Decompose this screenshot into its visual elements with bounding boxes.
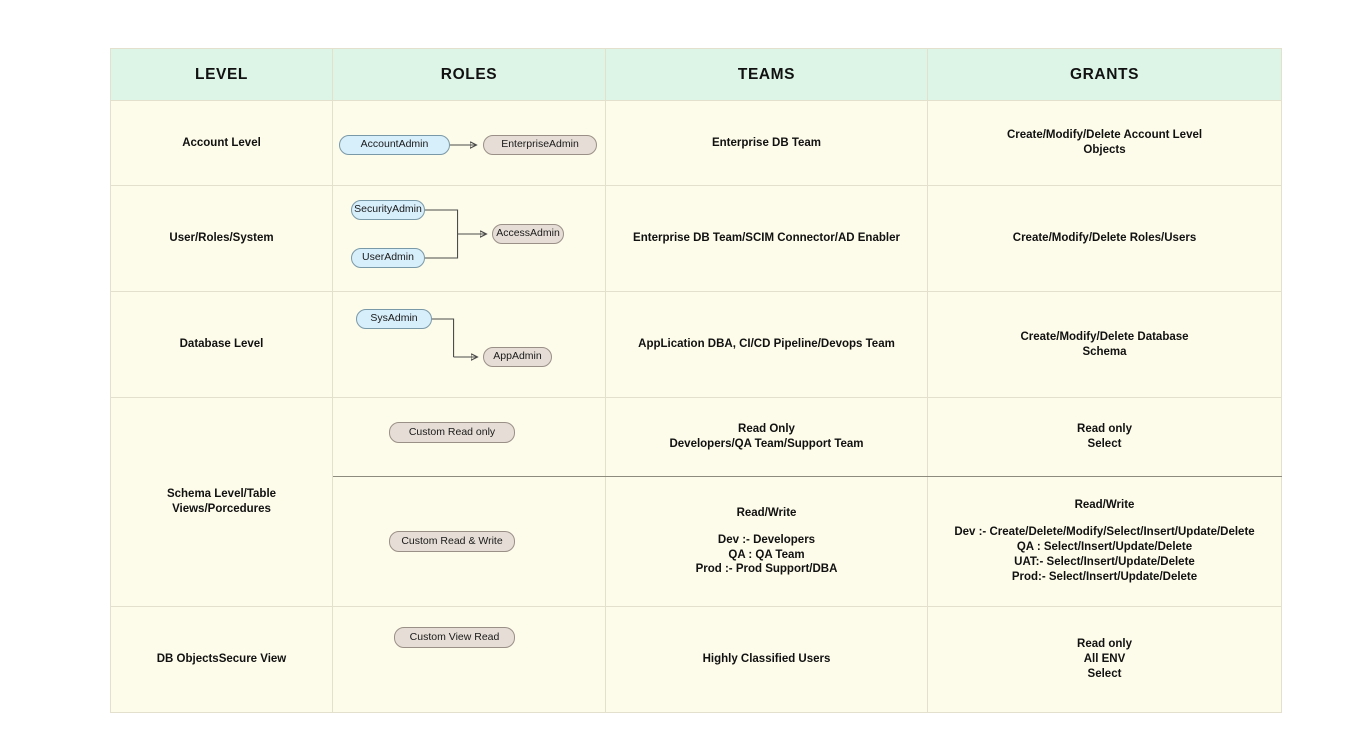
roles-diagram-user: SecurityAdmin UserAdmin AccessAdmin (333, 186, 605, 291)
teams-line: Dev :- Developers (717, 533, 816, 546)
level-cell-schema: Schema Level/Table Views/Porcedures (110, 397, 333, 607)
roles-diagram-db-objects: Custom View Read (333, 607, 605, 712)
grants-line: All ENV (1083, 653, 1126, 666)
teams-text-account: Enterprise DB Team (711, 136, 822, 149)
grants-cell-user: Create/Modify/Delete Roles/Users (927, 185, 1282, 292)
grants-line: Create/Modify/Delete Account Level (1006, 129, 1203, 142)
table-row-database-level: Database Level SysAd (110, 291, 1282, 398)
grants-cell-database: Create/Modify/Delete Database Schema (927, 291, 1282, 398)
grants-line: Select (1087, 667, 1122, 680)
role-node-custom-view-read[interactable]: Custom View Read (394, 627, 515, 648)
roles-diagram-database: SysAdmin AppAdmin (333, 292, 605, 397)
grants-cell-account: Create/Modify/Delete Account Level Objec… (927, 100, 1282, 186)
grants-text-read-only: Read only Select (928, 422, 1281, 452)
grants-cell-read-only: Read only Select (927, 397, 1282, 477)
grants-line: UAT:- Select/Insert/Update/Delete (1014, 555, 1195, 568)
level-label-db-objects: DB ObjectsSecure View (156, 653, 287, 666)
grants-text-read-write: Read/Write Dev :- Create/Delete/Modify/S… (928, 498, 1281, 585)
access-matrix-table: LEVEL ROLES TEAMS GRANTS Account Level (110, 48, 1282, 713)
teams-line: Prod :- Prod Support/DBA (695, 563, 838, 576)
table-row-account-level: Account Level AccountAdmin (110, 100, 1282, 186)
column-header-teams: TEAMS (605, 48, 928, 101)
roles-diagram-read-write: Custom Read & Write (333, 477, 605, 606)
role-node-enterpriseadmin[interactable]: EnterpriseAdmin (483, 135, 597, 155)
level-cell-account: Account Level (110, 100, 333, 186)
grants-line: Create/Modify/Delete Database (1020, 330, 1189, 343)
level-line: Views/Porcedures (172, 503, 271, 515)
column-header-roles: ROLES (332, 48, 606, 101)
edge-arrow-sysadmin-to-appadmin (431, 318, 605, 397)
grants-title: Read/Write (1074, 499, 1135, 512)
roles-cell-db-objects: Custom View Read (332, 606, 606, 713)
roles-cell-read-write: Custom Read & Write (332, 476, 606, 607)
role-node-useradmin[interactable]: UserAdmin (351, 248, 425, 268)
spacer (928, 513, 1281, 525)
level-label-user: User/Roles/System (169, 232, 274, 245)
level-cell-database: Database Level (110, 291, 333, 398)
grants-line: Select (1087, 438, 1122, 450)
grants-text-database: Create/Modify/Delete Database Schema (928, 330, 1281, 360)
role-node-securityadmin[interactable]: SecurityAdmin (351, 200, 425, 220)
grants-line: Read only (1077, 423, 1132, 436)
column-header-grants: GRANTS (927, 48, 1282, 101)
role-node-custom-read-only[interactable]: Custom Read only (389, 422, 515, 443)
level-label-database: Database Level (179, 338, 264, 351)
teams-text-user: Enterprise DB Team/SCIM Connector/AD Ena… (633, 232, 900, 245)
teams-title: Read/Write (736, 506, 797, 519)
level-cell-db-objects: DB ObjectsSecure View (110, 606, 333, 713)
table-row-db-objects-secure-view: DB ObjectsSecure View Custom View Read H… (110, 606, 1282, 713)
teams-cell-read-write: Read/Write Dev :- Developers QA : QA Tea… (605, 476, 928, 607)
roles-cell-read-only: Custom Read only (332, 397, 606, 477)
grants-cell-read-write: Read/Write Dev :- Create/Delete/Modify/S… (927, 476, 1282, 607)
grants-line: QA : Select/Insert/Update/Delete (1016, 541, 1193, 554)
teams-text-database: AppLication DBA, CI/CD Pipeline/Devops T… (638, 338, 895, 351)
roles-diagram-account: AccountAdmin EnterpriseAdmin (333, 101, 605, 185)
grants-line: Read only (1077, 638, 1132, 651)
teams-text-read-write: Read/Write Dev :- Developers QA : QA Tea… (606, 506, 927, 578)
grants-text-account: Create/Modify/Delete Account Level Objec… (928, 128, 1281, 158)
grants-line: Schema (1082, 345, 1127, 358)
grants-line: Objects (1083, 144, 1126, 156)
teams-line: Developers/QA Team/Support Team (669, 438, 864, 450)
roles-cell-database: SysAdmin AppAdmin (332, 291, 606, 398)
teams-line: Read Only (738, 423, 795, 436)
role-node-sysadmin[interactable]: SysAdmin (356, 309, 432, 329)
table-row-schema-read-only: Schema Level/Table Views/Porcedures Cust… (110, 397, 1282, 607)
teams-text-read-only: Read Only Developers/QA Team/Support Tea… (606, 422, 927, 452)
teams-line: QA : QA Team (728, 548, 805, 561)
column-header-level: LEVEL (110, 48, 333, 101)
teams-cell-db-objects: Highly Classified Users (605, 606, 928, 713)
grants-text-db-objects: Read only All ENV Select (928, 637, 1281, 682)
grants-line: Dev :- Create/Delete/Modify/Select/Inser… (954, 526, 1255, 539)
role-node-custom-read-and-write[interactable]: Custom Read & Write (389, 531, 515, 552)
level-label-account: Account Level (182, 136, 261, 149)
level-label-schema: Schema Level/Table Views/Porcedures (111, 487, 332, 517)
role-node-accessadmin[interactable]: AccessAdmin (492, 224, 564, 244)
role-node-appadmin[interactable]: AppAdmin (483, 347, 552, 367)
table-header-row: LEVEL ROLES TEAMS GRANTS (110, 48, 1282, 101)
grants-line: Prod:- Select/Insert/Update/Delete (1011, 570, 1198, 583)
teams-cell-database: AppLication DBA, CI/CD Pipeline/Devops T… (605, 291, 928, 398)
grants-text-user: Create/Modify/Delete Roles/Users (1012, 232, 1197, 245)
roles-cell-user: SecurityAdmin UserAdmin AccessAdmin (332, 185, 606, 292)
spacer (606, 521, 927, 533)
roles-diagram-read-only: Custom Read only (333, 398, 605, 476)
teams-text-db-objects: Highly Classified Users (702, 653, 831, 666)
role-node-accountadmin[interactable]: AccountAdmin (339, 135, 450, 155)
teams-cell-user: Enterprise DB Team/SCIM Connector/AD Ena… (605, 185, 928, 292)
level-cell-user: User/Roles/System (110, 185, 333, 292)
table-row-schema-read-write: Custom Read & Write Read/Write Dev :- De… (111, 476, 1282, 607)
level-line: Schema Level/Table (166, 488, 277, 501)
teams-cell-read-only: Read Only Developers/QA Team/Support Tea… (605, 397, 928, 477)
roles-cell-account: AccountAdmin EnterpriseAdmin (332, 100, 606, 186)
grants-cell-db-objects: Read only All ENV Select (927, 606, 1282, 713)
table-row-user-roles-system: User/Roles/System (110, 185, 1282, 292)
teams-cell-account: Enterprise DB Team (605, 100, 928, 186)
